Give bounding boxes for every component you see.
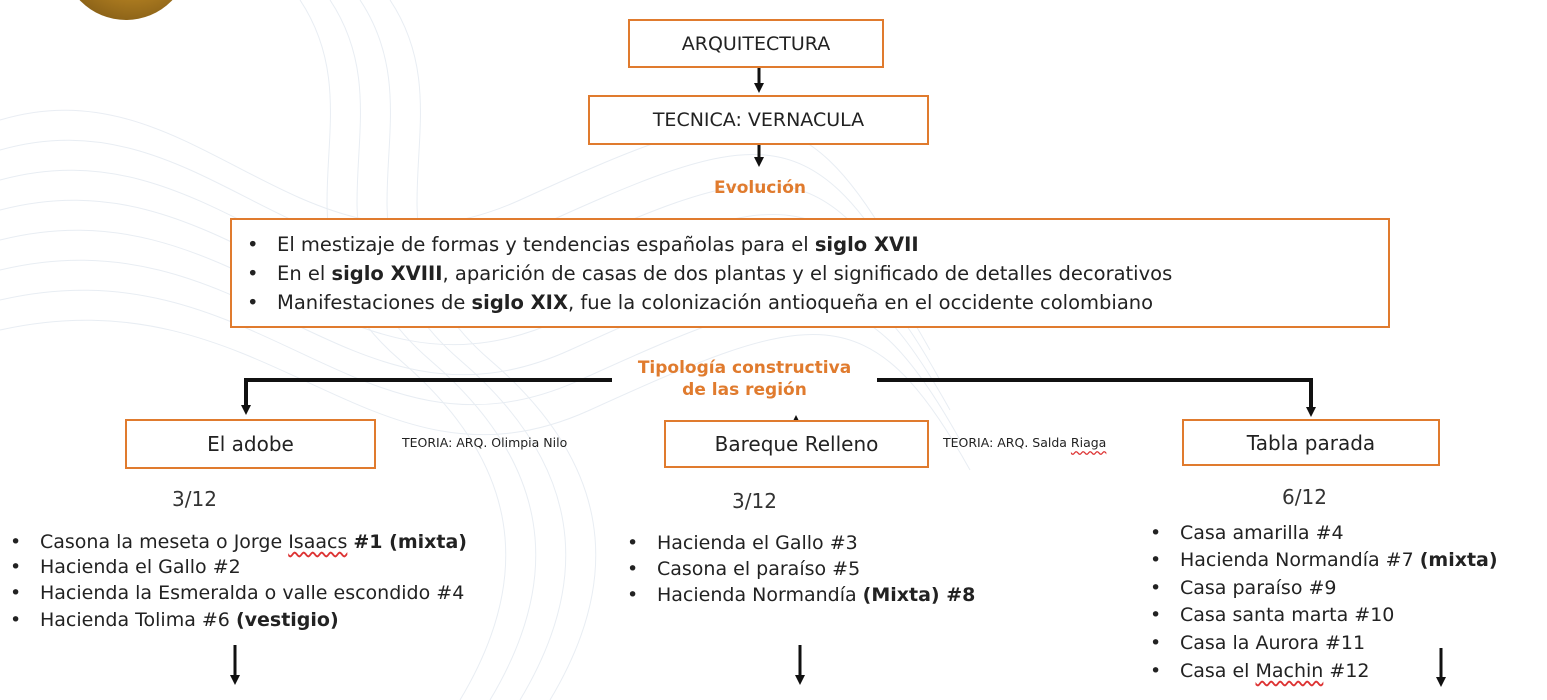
list-item-underlined: Machin: [1255, 660, 1324, 682]
evolution-item-text: En el: [277, 262, 332, 285]
theory-right: TEORIA: ARQ. Salda Riaga: [943, 435, 1106, 450]
evolution-item-text: El mestizaje de formas y tendencias espa…: [277, 233, 815, 256]
list-item: Casa santa marta #10: [1150, 602, 1498, 628]
box-tabla: Tabla parada: [1182, 419, 1440, 466]
list-item-text: Casa santa marta #10: [1180, 604, 1395, 626]
evolution-label: Evolución: [714, 178, 806, 198]
list-item-text: Casa paraíso #9: [1180, 577, 1337, 599]
bareque-list: Hacienda el Gallo #3 Casona el paraíso #5…: [627, 530, 975, 609]
list-item: Casa la Aurora #11: [1150, 628, 1498, 658]
count-bareque: 3/12: [732, 489, 777, 513]
list-item-underlined: Isaacs: [288, 531, 348, 553]
evolution-item: En el siglo XVIII, aparición de casas de…: [247, 259, 1172, 288]
list-item-text: Hacienda Normandía: [657, 584, 863, 606]
adobe-list: Casona la meseta o Jorge Isaacs #1 (mixt…: [10, 530, 467, 634]
list-item-bold: (Mixta) #8: [862, 584, 976, 606]
list-item-bold: #1 (mixta): [353, 531, 467, 553]
list-item: Casa paraíso #9: [1150, 574, 1498, 602]
list-item: Hacienda el Gallo #2: [10, 555, 467, 580]
list-item-text: Hacienda el Gallo #3: [657, 532, 858, 554]
box-arquitectura: ARQUITECTURA: [628, 19, 884, 68]
evolution-item-text: Manifestaciones de: [277, 291, 472, 314]
list-item-text: Casa la Aurora #11: [1180, 632, 1366, 654]
list-item-text: Hacienda la Esmeralda o valle escondido …: [40, 582, 465, 604]
list-item-bold: (mixta): [1419, 549, 1498, 571]
box-arquitectura-label: ARQUITECTURA: [681, 32, 831, 55]
evolution-item-century: siglo XVIII: [331, 262, 443, 285]
typology-label-line2: de las región: [682, 380, 807, 400]
evolution-box: El mestizaje de formas y tendencias espa…: [230, 218, 1390, 328]
list-item: Hacienda Tolima #6 (vestigio): [10, 607, 467, 634]
list-item-text: Hacienda Tolima #6: [40, 609, 236, 631]
box-adobe-label: El adobe: [207, 432, 294, 456]
typology-label: Tipología constructiva de las región: [612, 357, 877, 401]
list-item-bold: (vestigio): [235, 609, 339, 631]
box-bareque: Bareque Relleno: [664, 420, 929, 468]
box-tecnica-label: TECNICA: VERNACULA: [652, 109, 865, 131]
theory-right-wavy: Riaga: [1070, 435, 1107, 450]
list-item-text-mid: #12: [1323, 660, 1370, 682]
count-tabla: 6/12: [1282, 485, 1327, 509]
list-item-text: Hacienda Normandía #7: [1180, 549, 1420, 571]
box-adobe: El adobe: [125, 419, 376, 469]
list-item: Casona la meseta o Jorge Isaacs #1 (mixt…: [10, 530, 467, 555]
evolution-item-rest: , aparición de casas de dos plantas y el…: [442, 262, 1173, 285]
list-item: Hacienda Normandía #7 (mixta): [1150, 547, 1498, 574]
box-tecnica: TECNICA: VERNACULA: [588, 95, 929, 145]
theory-left-text: TEORIA: ARQ. Olimpia Nilo: [402, 435, 568, 450]
list-item-text: Casa el: [1180, 660, 1256, 682]
list-item: Casona el paraíso #5: [627, 556, 975, 582]
list-item: Hacienda Normandía (Mixta) #8: [627, 582, 975, 609]
list-item-text: Casa amarilla #4: [1180, 522, 1344, 544]
list-item-text: Hacienda el Gallo #2: [40, 556, 241, 578]
count-adobe: 3/12: [172, 487, 217, 511]
list-item: Hacienda la Esmeralda o valle escondido …: [10, 580, 467, 607]
arrow-to-tabla: [877, 378, 1316, 417]
list-item: Casa el Machin #12: [1150, 658, 1498, 685]
box-tabla-label: Tabla parada: [1246, 430, 1376, 455]
typology-label-line1: Tipología constructiva: [637, 358, 852, 378]
arrow-to-adobe: [241, 378, 612, 415]
theory-left: TEORIA: ARQ. Olimpia Nilo: [402, 435, 567, 450]
evolution-item-rest: , fue la colonización antioqueña en el o…: [567, 291, 1154, 314]
list-item: Hacienda el Gallo #3: [627, 530, 975, 556]
box-bareque-label: Bareque Relleno: [714, 432, 879, 456]
evolution-item-century: siglo XIX: [471, 291, 568, 314]
tabla-list: Casa amarilla #4 Hacienda Normandía #7 (m…: [1150, 520, 1498, 685]
theory-right-text: TEORIA: ARQ. Salda: [943, 435, 1071, 450]
list-item-text: Casona la meseta o Jorge: [40, 531, 289, 553]
evolution-item-century: siglo XVII: [814, 233, 919, 256]
list-item: Casa amarilla #4: [1150, 520, 1498, 547]
evolution-list: El mestizaje de formas y tendencias espa…: [247, 230, 1172, 317]
evolution-item: El mestizaje de formas y tendencias espa…: [247, 230, 1172, 259]
list-item-text: Casona el paraíso #5: [657, 558, 861, 580]
gold-emblem: [62, 0, 190, 20]
evolution-item: Manifestaciones de siglo XIX, fue la col…: [247, 288, 1172, 317]
